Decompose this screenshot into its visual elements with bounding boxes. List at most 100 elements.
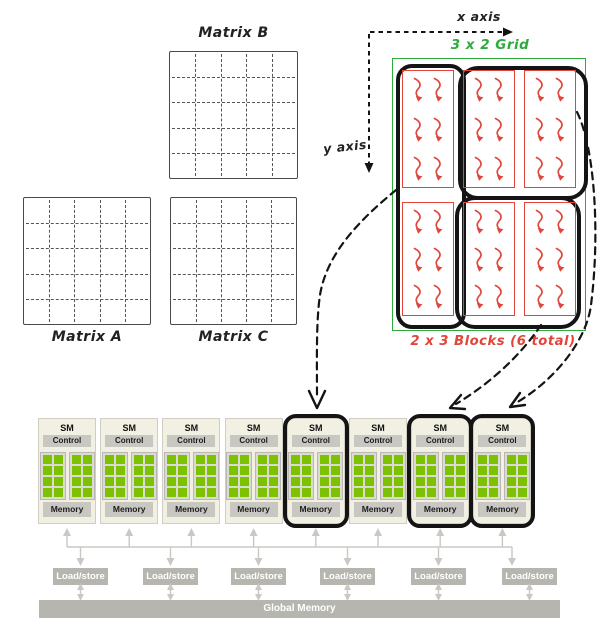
- control-bar: Control: [43, 435, 91, 447]
- core-square: [269, 488, 279, 497]
- core-square: [506, 477, 516, 486]
- load-store-box: Load/store: [143, 568, 198, 585]
- matrix-gridline: [173, 273, 294, 275]
- sm-label: SM: [371, 423, 385, 433]
- thread-arrow-icon: [474, 247, 483, 272]
- core-square: [444, 466, 454, 475]
- sm-unit: SM Control Memory: [38, 418, 96, 524]
- core-square: [206, 488, 216, 497]
- core-square: [364, 466, 374, 475]
- core-square: [195, 477, 205, 486]
- core-square: [291, 488, 301, 497]
- matrix-gridline: [172, 102, 295, 104]
- thread-arrow-icon: [535, 284, 544, 309]
- core-square: [206, 466, 216, 475]
- thread-arrow-icon: [433, 156, 442, 181]
- core-square: [42, 488, 52, 497]
- core-square: [331, 455, 341, 464]
- thread-arrow-icon: [535, 156, 544, 181]
- sm-unit: SM Control Memory: [100, 418, 159, 524]
- core-square: [229, 488, 239, 497]
- core-square: [229, 466, 239, 475]
- core-square: [488, 477, 498, 486]
- control-bar: Control: [167, 435, 216, 447]
- sm-unit: SM Control Memory: [407, 414, 474, 528]
- core-square: [364, 477, 374, 486]
- core-square: [302, 488, 312, 497]
- core-panel: [350, 452, 377, 500]
- thread-arrow-icon: [413, 247, 422, 272]
- matrix-gridline: [246, 54, 248, 176]
- core-square: [364, 455, 374, 464]
- core-square: [269, 466, 279, 475]
- matrix-c-label: Matrix C: [198, 329, 269, 345]
- core-square: [517, 466, 527, 475]
- matrix-gridline: [49, 200, 51, 322]
- core-square: [229, 455, 239, 464]
- matrix-gridline: [195, 54, 197, 176]
- matrix-gridline: [26, 223, 148, 225]
- thread-arrow-icon: [433, 247, 442, 272]
- core-square: [393, 455, 403, 464]
- core-square: [353, 455, 363, 464]
- core-panel: [317, 452, 344, 500]
- assignment-arrow-left: [307, 188, 398, 410]
- core-panel: [379, 452, 406, 500]
- control-bar: Control: [478, 435, 527, 447]
- core-square: [364, 488, 374, 497]
- core-square: [331, 466, 341, 475]
- thread-arrow-icon: [474, 284, 483, 309]
- thread-arrow-icon: [474, 209, 483, 234]
- thread-arrow-icon: [433, 77, 442, 102]
- control-bar: Control: [291, 435, 340, 447]
- control-bar: Control: [354, 435, 402, 447]
- core-array: [288, 452, 344, 500]
- core-square: [426, 455, 436, 464]
- core-square: [320, 477, 330, 486]
- core-square: [144, 455, 154, 464]
- matrix-gridline: [271, 200, 272, 322]
- core-square: [115, 466, 125, 475]
- thread-arrow-icon: [494, 209, 503, 234]
- core-square: [444, 455, 454, 464]
- core-square: [320, 455, 330, 464]
- thread-arrow-icon: [413, 284, 422, 309]
- core-square: [104, 477, 114, 486]
- core-square: [455, 455, 465, 464]
- matrix-gridline: [220, 54, 222, 176]
- core-square: [517, 455, 527, 464]
- core-square: [104, 466, 114, 475]
- core-square: [426, 477, 436, 486]
- matrix-gridline: [172, 152, 295, 154]
- matrix-gridline: [124, 200, 126, 322]
- core-square: [506, 455, 516, 464]
- core-square: [177, 488, 187, 497]
- core-square: [144, 477, 154, 486]
- core-square: [426, 488, 436, 497]
- core-square: [258, 488, 268, 497]
- core-square: [393, 477, 403, 486]
- core-array: [101, 452, 157, 500]
- core-square: [71, 488, 81, 497]
- core-square: [393, 488, 403, 497]
- core-square: [82, 455, 92, 464]
- core-square: [82, 488, 92, 497]
- core-square: [115, 477, 125, 486]
- core-square: [455, 477, 465, 486]
- sm-unit: SM Control Memory: [469, 414, 536, 528]
- core-square: [353, 488, 363, 497]
- core-panel: [255, 452, 282, 500]
- core-array: [226, 452, 282, 500]
- memory-bar: Memory: [167, 502, 216, 517]
- core-square: [177, 466, 187, 475]
- core-square: [42, 477, 52, 486]
- matrix-gridline: [26, 298, 148, 300]
- sm-label: SM: [122, 423, 136, 433]
- core-square: [53, 488, 63, 497]
- core-panel: [474, 452, 501, 500]
- thread-arrow-icon: [433, 284, 442, 309]
- thread-block: [463, 70, 515, 188]
- core-panel: [226, 452, 253, 500]
- core-square: [331, 488, 341, 497]
- core-square: [144, 466, 154, 475]
